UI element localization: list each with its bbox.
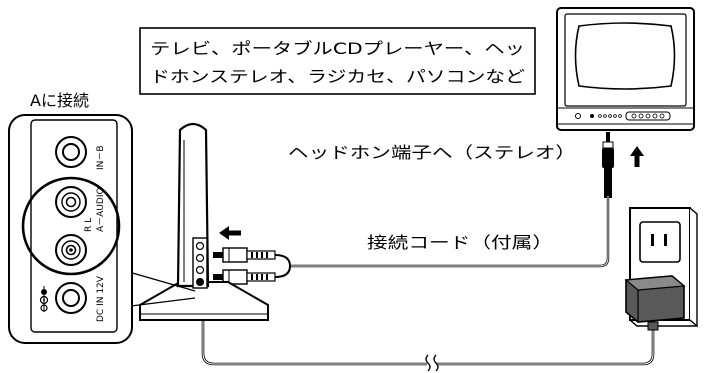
speaker-stand <box>139 122 269 321</box>
panel-label-rl: R L <box>84 218 94 232</box>
callout-line-2: ドホンステレオ、ラジカセ、パソコンなど <box>150 67 525 86</box>
panel-jack-in-b <box>55 136 87 168</box>
jack-panel: IN－B A－AUDIO R L DC IN 12V <box>8 114 133 344</box>
arrow-up-icon <box>630 146 644 167</box>
tv-power-button <box>575 113 581 119</box>
rca-plug-top <box>213 247 276 263</box>
power-symbol-icon <box>39 286 49 312</box>
speaker-jack-in-b <box>195 241 205 251</box>
speaker-jack-l <box>195 265 205 275</box>
rca-plugs <box>213 247 276 285</box>
connection-cord <box>290 196 610 268</box>
device-callout: テレビ、ポータブルCDプレーヤー、ヘッ ドホンステレオ、ラジカセ、パソコンなど <box>139 27 536 95</box>
callout-box <box>139 27 536 95</box>
panel-label-audio-a: A－AUDIO <box>96 187 106 232</box>
power-cord <box>201 283 655 366</box>
cord-label: 接続コード（付属） <box>367 233 553 252</box>
rca-plug-bottom <box>213 269 276 285</box>
ac-adapter <box>624 275 686 331</box>
panel-jack-dc-in <box>55 282 87 314</box>
speaker-jack-dc <box>196 278 204 286</box>
panel-label-in-b: IN－B <box>96 145 106 170</box>
connect-a-label: Aに接続 <box>30 91 89 110</box>
panel-jack-audio-r <box>55 186 87 218</box>
callout-line-1: テレビ、ポータブルCDプレーヤー、ヘッ <box>150 39 525 58</box>
speaker-jack-r <box>195 253 205 263</box>
panel-jack-audio-l <box>55 234 87 266</box>
headphone-jack-label: ヘッドホン端子へ（ステレオ） <box>288 143 576 162</box>
tv-screen <box>574 22 676 90</box>
television <box>556 7 695 198</box>
cable-break-icon <box>425 354 439 372</box>
audio-a-highlight <box>21 176 121 276</box>
panel-label-dc-in: DC IN 12V <box>96 275 106 322</box>
arrow-left-icon <box>219 226 241 240</box>
